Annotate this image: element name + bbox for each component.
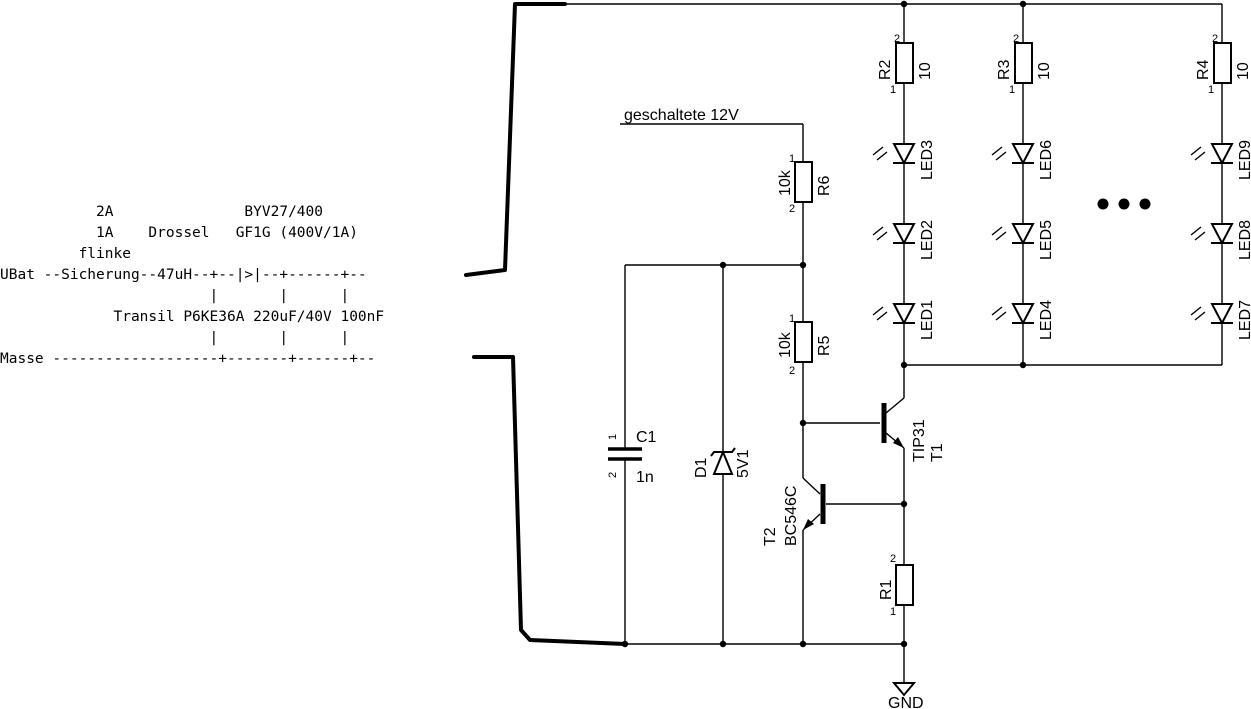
d1-ref: D1 (693, 457, 710, 478)
led6 (1011, 143, 1035, 166)
c1-ref: C1 (636, 429, 657, 446)
led3-label: LED3 (919, 140, 936, 180)
resistor-r1 (895, 564, 914, 606)
resistor-r5 (794, 321, 813, 363)
r5-ref: R5 (816, 335, 833, 356)
svg-text:2: 2 (894, 33, 900, 45)
switched-12v-label: geschaltete 12V (624, 107, 739, 124)
t1-value: TIP31 (911, 419, 928, 462)
led9 (1210, 143, 1234, 166)
ground-connection-wire (472, 355, 627, 646)
junction-dot (900, 500, 908, 508)
junction-dot (799, 261, 807, 269)
r1-ref: R1 (878, 579, 895, 600)
svg-text:2: 2 (890, 553, 896, 565)
r2-ref: R2 (877, 59, 894, 80)
d1-value: 5V1 (735, 449, 752, 478)
r6-value: 10k (777, 169, 794, 196)
zener-diode-d1 (712, 449, 734, 475)
svg-text:2: 2 (789, 365, 795, 377)
junction-dot (719, 640, 727, 648)
svg-text:2: 2 (1212, 33, 1218, 45)
c1-value: 1n (636, 469, 654, 486)
led1 (892, 303, 916, 326)
led5-label: LED5 (1038, 220, 1055, 260)
svg-text:2: 2 (1013, 33, 1019, 45)
resistor-r3 (1014, 42, 1033, 84)
resistor-r4 (1213, 42, 1232, 84)
junction-dot (621, 640, 629, 648)
resistor-r6 (794, 161, 813, 203)
svg-text:1: 1 (1009, 84, 1015, 96)
ascii-line-1: 2A BYV27/400 (0, 204, 323, 220)
ascii-line-4: UBat --Sicherung--47uH--+--|>|--+------+… (0, 267, 367, 283)
led1-label: LED1 (919, 300, 936, 340)
junction-dot (900, 640, 908, 648)
svg-text:1: 1 (890, 84, 896, 96)
svg-text:2: 2 (789, 203, 795, 215)
resistor-r2 (895, 42, 914, 84)
r6-ref: R6 (816, 175, 833, 196)
ascii-line-3: flinke (0, 246, 131, 262)
svg-text:1: 1 (1208, 84, 1214, 96)
ellipsis-dots (1097, 198, 1151, 210)
ascii-line-6: Transil P6KE36A 220uF/40V 100nF (0, 309, 384, 325)
junction-dot (900, 0, 908, 8)
r4-ref: R4 (1195, 59, 1212, 80)
led8-label: LED8 (1237, 220, 1251, 260)
ellipsis-dot (1097, 198, 1109, 210)
ascii-line-2: 1A Drossel GF1G (400V/1A) (0, 225, 358, 241)
svg-text:1: 1 (890, 606, 896, 618)
ascii-input-circuit: 2A BYV27/400 1A Drossel GF1G (400V/1A) f… (0, 204, 384, 367)
led6-label: LED6 (1038, 140, 1055, 180)
led5 (1011, 223, 1035, 246)
led4-label: LED4 (1038, 300, 1055, 340)
r5-value: 10k (777, 331, 794, 358)
ellipsis-dot (1139, 198, 1151, 210)
led2 (892, 223, 916, 246)
svg-text:1: 1 (607, 434, 619, 440)
led3 (892, 143, 916, 166)
led-column-1: 2 1 R2 10 LED3 LED2 LED1 (872, 4, 936, 365)
led8 (1210, 223, 1234, 246)
t2-value: BC546C (783, 486, 800, 546)
r4-value: 10 (1235, 62, 1251, 80)
r3-ref: R3 (996, 59, 1013, 80)
junction-dot (1019, 0, 1027, 8)
junction-dot (799, 640, 807, 648)
led7 (1210, 303, 1234, 326)
ascii-line-5: | | | (0, 288, 349, 304)
t1-ref: T1 (929, 443, 946, 462)
supply-connection-wire (464, 2, 567, 277)
ascii-line-7: | | | (0, 330, 349, 346)
svg-text:1: 1 (789, 313, 795, 325)
gnd-symbol (891, 682, 917, 697)
r2-value: 10 (917, 62, 934, 80)
r3-value: 10 (1036, 62, 1053, 80)
led9-label: LED9 (1237, 140, 1251, 180)
ascii-line-8: Masse -------------------+-------+------… (0, 351, 375, 367)
led-column-3: 2 1 R4 10 LED9 LED8 LED7 (1190, 4, 1251, 365)
led-column-2: 2 1 R3 10 LED6 LED5 LED4 (991, 4, 1055, 365)
svg-text:2: 2 (607, 472, 619, 478)
gnd-label: GND (888, 695, 924, 709)
svg-text:1: 1 (789, 153, 795, 165)
ellipsis-dot (1118, 198, 1130, 210)
led2-label: LED2 (919, 220, 936, 260)
led4 (1011, 303, 1035, 326)
t2-ref: T2 (762, 527, 779, 546)
led7-label: LED7 (1237, 300, 1251, 340)
